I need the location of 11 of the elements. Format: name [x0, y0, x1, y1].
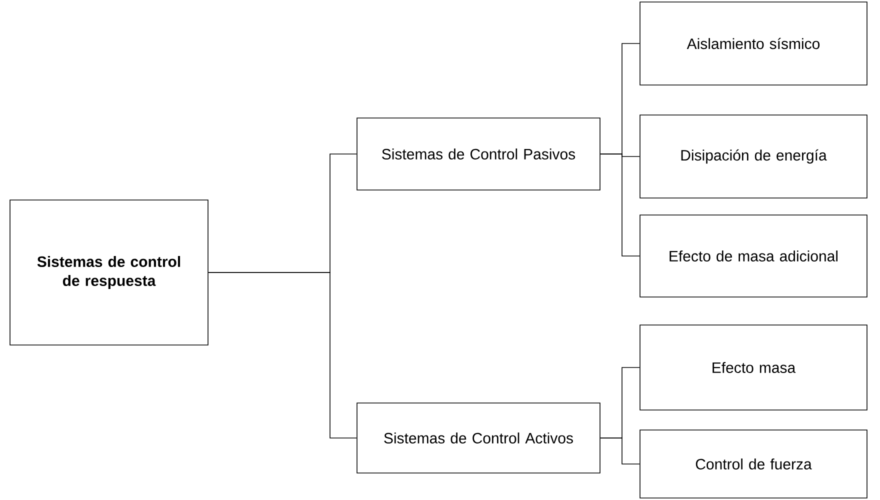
connector-line: [600, 154, 640, 256]
category-box: Sistemas de control de respuesta: [10, 200, 208, 346]
connector-line: [600, 438, 640, 464]
subcategory-box: Sistemas de Control Activos: [356, 402, 600, 474]
subcategory-box: Sistemas de Control Pasivos: [356, 118, 600, 190]
item-box: Efecto masa: [640, 324, 868, 410]
item-box: Efecto de masa adicional: [640, 214, 868, 298]
item-box: Control de fuerza: [640, 430, 868, 498]
item-box: Aislamiento sísmico: [640, 2, 868, 86]
item-box: Disipación de energía: [640, 114, 868, 198]
connector-line: [208, 272, 357, 438]
